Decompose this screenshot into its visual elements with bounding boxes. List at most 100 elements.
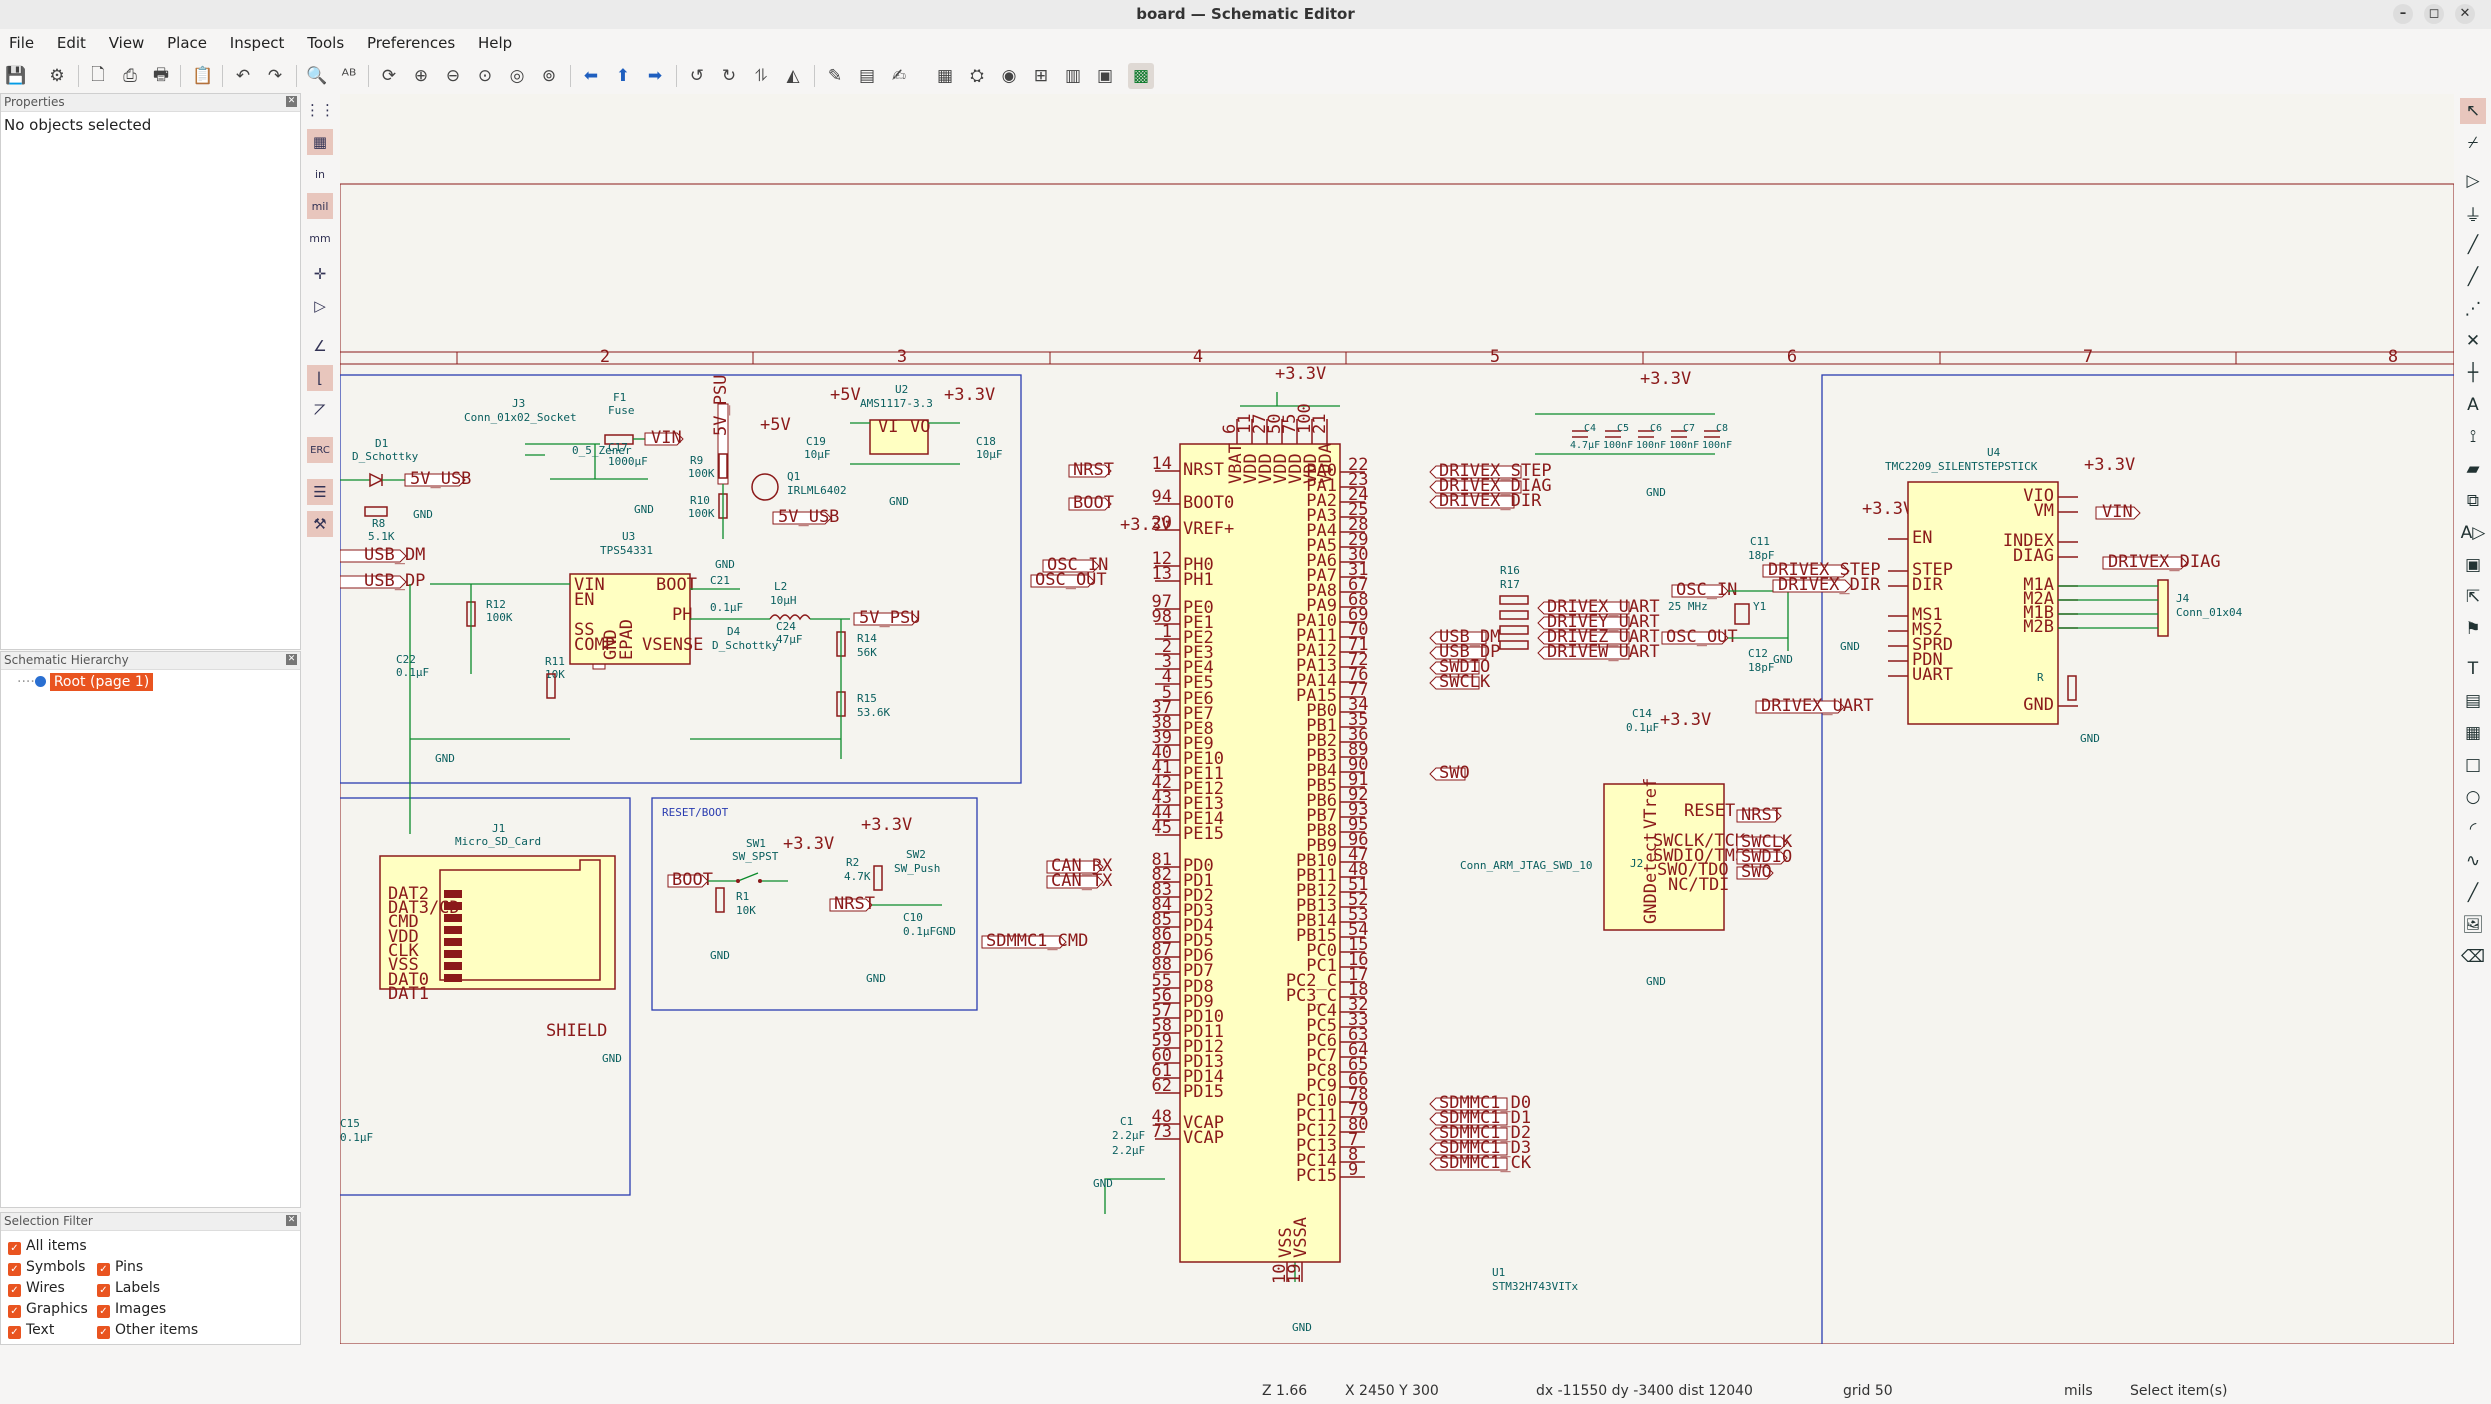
add-circle-icon[interactable]: ○ [2465,787,2481,807]
no-connect-icon[interactable]: ✕ [2465,331,2481,351]
swd-connector-j2[interactable]: C14 0.1µF +3.3V GND J2 Conn_ARM_JTAG_SWD… [1460,707,1793,988]
table-icon[interactable]: ▥ [1064,66,1082,86]
net-label[interactable]: DRIVEZ_UART [1547,627,1660,647]
close-icon[interactable]: ✕ [2455,4,2475,24]
rotate-cw-icon[interactable]: ↻ [721,66,737,86]
add-textbox-icon[interactable]: ▤ [2464,691,2482,711]
reset-boot-circuit[interactable]: SW1 SW_SPST +3.3V BOOT R1 10K GND +3.3V … [667,815,956,985]
navigate-up-icon[interactable]: ⬆ [615,66,631,86]
menu-preferences[interactable]: Preferences [366,34,456,52]
filter-labels[interactable]: ✓Labels [97,1280,160,1297]
maximize-icon[interactable]: ◻ [2424,4,2444,24]
net-label[interactable]: SDMMC1_CMD [986,931,1088,951]
symbol-browser-icon[interactable]: ▤ [858,66,876,86]
buck-converter[interactable]: VIN U3 TPS54331 VIN EN SS COMP BOOT PH V… [396,530,920,834]
directive-label-icon[interactable]: ⚑ [2465,619,2481,639]
line-mode-45-icon[interactable]: ⦢ [314,401,326,419]
paste-icon[interactable]: 📋 [192,66,214,86]
menu-edit[interactable]: Edit [56,34,86,52]
net-label[interactable]: BOOT [1073,493,1114,513]
symbol-editor-icon[interactable]: ✎ [827,66,843,86]
properties-manager-icon[interactable]: ⚒ [307,511,333,537]
menu-view[interactable]: View [108,34,145,52]
net-label[interactable]: USB_DM [1439,627,1500,647]
net-label[interactable]: SDMMC1_D2 [1439,1123,1531,1143]
filter-images[interactable]: ✓Images [97,1301,166,1318]
highlight-net-icon[interactable]: ⌿ [2467,133,2479,153]
menu-help[interactable]: Help [477,34,513,52]
add-line-icon[interactable]: ╱ [2467,883,2479,903]
erc-icon[interactable]: ▦ [936,66,954,86]
rotate-ccw-icon[interactable]: ↺ [689,66,705,86]
net-label[interactable]: DRIVEX_STEP [1439,461,1552,481]
save-icon[interactable]: 💾 [5,66,27,86]
crystal-oscillator[interactable]: C11 18pF OSC_IN OSC_OUT Y1 25 MHz C12 18… [1661,535,1793,674]
find-icon[interactable]: 🔍 [306,66,328,86]
annotate-icon[interactable]: ERC [307,437,333,463]
filter-wires[interactable]: ✓Wires [8,1280,65,1297]
select-tool-icon[interactable]: ↖ [2460,98,2486,124]
filter-pins[interactable]: ✓Pins [97,1259,143,1276]
plot-icon[interactable]: 🖶 [152,64,170,85]
mirror-horizontal-icon[interactable]: ◭ [786,66,800,86]
menu-place[interactable]: Place [167,34,208,52]
stepper-driver-u4[interactable]: U4 TMC2209_SILENTSTEPSTICK +3.3V +3.3V E… [1755,446,2243,745]
zoom-out-icon[interactable]: ⊖ [445,66,461,86]
global-label-icon[interactable]: ▰ [2466,459,2480,479]
add-rectangle-icon[interactable]: □ [2464,755,2482,775]
net-label[interactable]: SDMMC1_CK [1439,1153,1532,1173]
net-label[interactable]: SWCLK [1439,672,1491,692]
schematic-canvas[interactable]: .bd{stroke:#8b1a1a;fill:none;stroke-widt… [340,94,2454,1344]
navigate-back-icon[interactable]: ⬅ [583,66,599,86]
footprint-assign-icon[interactable]: ⛭ [970,66,984,86]
add-bezier-icon[interactable]: ∿ [2465,851,2481,871]
delete-tool-icon[interactable]: ⌫ [2460,947,2486,967]
net-label[interactable]: NRST [1073,460,1114,480]
uart-resistor-network[interactable]: R16 R17 [1499,564,1529,650]
units-mm-button[interactable]: mm [309,231,331,245]
units-mils-button[interactable]: mil [307,193,333,219]
filter-graphics[interactable]: ✓Graphics [8,1301,88,1318]
line-mode-free-icon[interactable]: ∠ [313,337,327,355]
net-label-icon[interactable]: A [2467,395,2479,415]
add-image-icon[interactable]: 🖼 [2462,915,2484,935]
net-label[interactable]: OSC_IN [1047,555,1108,575]
page-settings-icon[interactable]: 🗋 [91,64,105,85]
net-label[interactable]: SDMMC1_D1 [1439,1108,1531,1128]
pcb-editor-icon[interactable]: ▩ [1128,63,1154,89]
sd-card-connector[interactable]: J1 Micro_SD_Card DAT2 DAT3/CD CMD VDD CL… [340,822,622,1144]
net-label[interactable]: CAN_RX [1051,856,1113,876]
net-label[interactable]: DRIVEW_UART [1547,642,1660,662]
find-replace-icon[interactable]: ᴬᴮ [341,66,357,86]
mcu-net-labels-right[interactable]: DRIVEX_STEPDRIVEX_DIAGDRIVEX_DIRDRIVEX_U… [1429,461,1660,1173]
net-label[interactable]: DRIVEY_UART [1547,612,1660,632]
hier-label-icon[interactable]: ⧉ [2466,491,2480,511]
zoom-in-icon[interactable]: ⊕ [413,66,429,86]
netlist-icon[interactable]: ▣ [1096,66,1114,86]
net-label[interactable]: DRIVEX_DIAG [1439,476,1552,496]
add-table-icon[interactable]: ▦ [2464,723,2482,743]
net-label[interactable]: USB_DP [1439,642,1500,662]
print-icon[interactable]: ⎙ [123,66,137,86]
mirror-vertical-icon[interactable]: ⥮ [754,66,768,86]
usb-input-circuit[interactable]: D1 D_Schottky 5V_USB R8 5.1K GND USB_DM … [340,437,471,591]
add-wire-icon[interactable]: ╱ [2467,235,2479,255]
hier-pin-icon[interactable]: A▷ [2460,523,2486,543]
net-label[interactable]: SDMMC1_D3 [1439,1138,1531,1158]
power-input-circuit[interactable]: J3 Conn_01x02_Socket F1 Fuse VIN 0_5_Zen… [464,391,684,516]
grid-overrides-icon[interactable]: ▦ [307,129,333,155]
net-label[interactable]: DRIVEX_UART [1547,597,1660,617]
bom-icon[interactable]: ⊞ [1033,66,1049,86]
filter-all-items[interactable]: ✓All items [8,1238,87,1255]
zoom-fit-icon[interactable]: ⊙ [477,66,493,86]
menu-file[interactable]: File [9,34,35,52]
add-arc-icon[interactable]: ◜ [2469,819,2477,839]
add-text-icon[interactable]: T [2467,659,2479,679]
junction-icon[interactable]: ┼ [2467,363,2479,383]
simulator-icon[interactable]: ◉ [1001,66,1017,86]
add-power-icon[interactable]: ⏚ [2464,205,2482,226]
line-mode-90-icon[interactable]: ⌊ [307,365,333,391]
import-sheet-pin-icon[interactable]: ⇱ [2465,587,2481,607]
